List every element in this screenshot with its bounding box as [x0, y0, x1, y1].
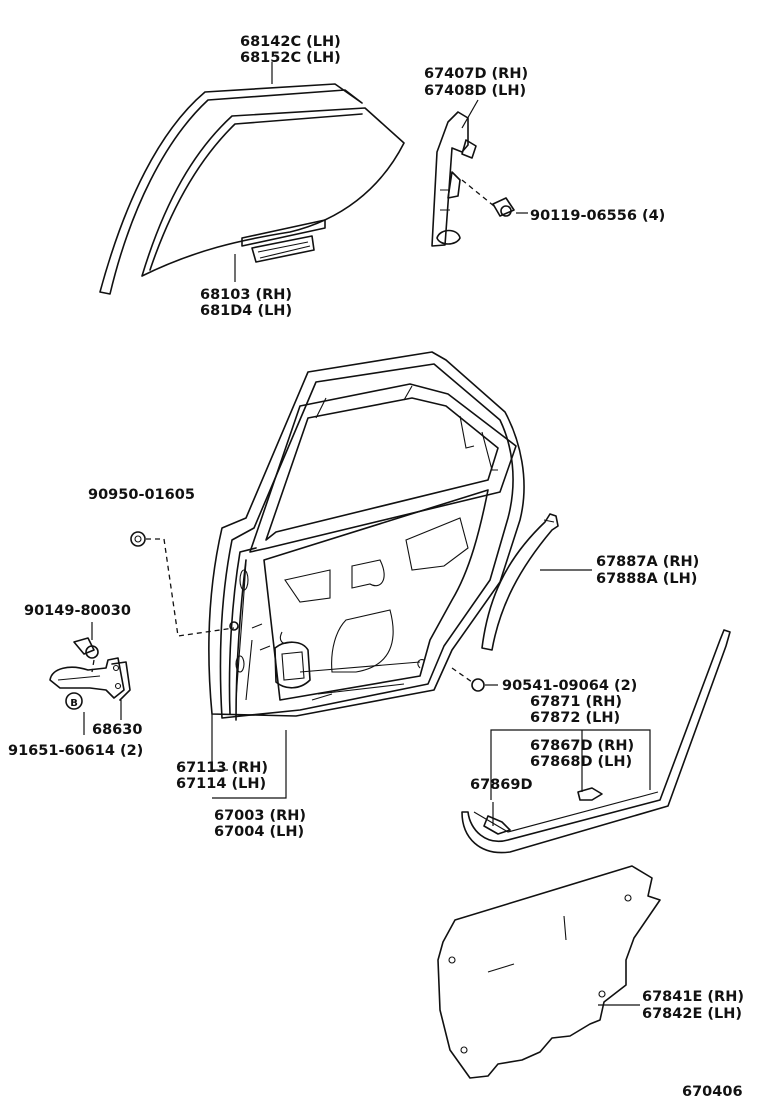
door-glass-assembly: [99, 83, 405, 295]
label-67841E: 67841E (RH): [642, 989, 744, 1005]
label-67842E: 67842E (LH): [642, 1006, 742, 1022]
service-hole-cover: [437, 865, 661, 1079]
label-68630: 68630: [92, 722, 142, 738]
label-90119-06556: 90119-06556 (4): [530, 208, 665, 224]
label-67867D: 67867D (RH): [530, 738, 634, 754]
rear-door-panel: [208, 351, 525, 721]
label-67004: 67004 (LH): [214, 824, 304, 840]
part-labels: 68142C (LH) 68152C (LH) 67407D (RH) 6740…: [8, 34, 744, 1100]
label-68142C: 68142C (LH): [240, 34, 341, 50]
door-hardware: B: [49, 531, 485, 710]
label-67872: 67872 (LH): [530, 710, 620, 726]
label-67407D: 67407D (RH): [424, 66, 528, 82]
label-67868D: 67868D (LH): [530, 754, 632, 770]
label-67871: 67871 (RH): [530, 694, 622, 710]
label-90149-80030: 90149-80030: [24, 603, 131, 619]
label-67888A: 67888A (LH): [596, 571, 697, 587]
label-67408D: 67408D (LH): [424, 83, 526, 99]
label-67113: 67113 (RH): [176, 760, 268, 776]
label-67869D: 67869D: [470, 777, 532, 793]
label-67887A: 67887A (RH): [596, 554, 699, 570]
window-regulator: [431, 111, 515, 247]
label-68104: 681D4 (LH): [200, 303, 292, 319]
label-91651-60614: 91651-60614 (2): [8, 743, 143, 759]
leader-lines: [83, 62, 651, 1006]
label-67114: 67114 (LH): [176, 776, 266, 792]
label-90541-09064: 90541-09064 (2): [502, 678, 637, 694]
figure-code: 670406: [682, 1084, 743, 1100]
label-68152C: 68152C (LH): [240, 50, 341, 66]
bolt-marker: B: [70, 698, 78, 709]
door-weatherstrips: [461, 513, 731, 854]
label-68103: 68103 (RH): [200, 287, 292, 303]
label-90950-01605: 90950-01605: [88, 487, 195, 503]
label-67003: 67003 (RH): [214, 808, 306, 824]
